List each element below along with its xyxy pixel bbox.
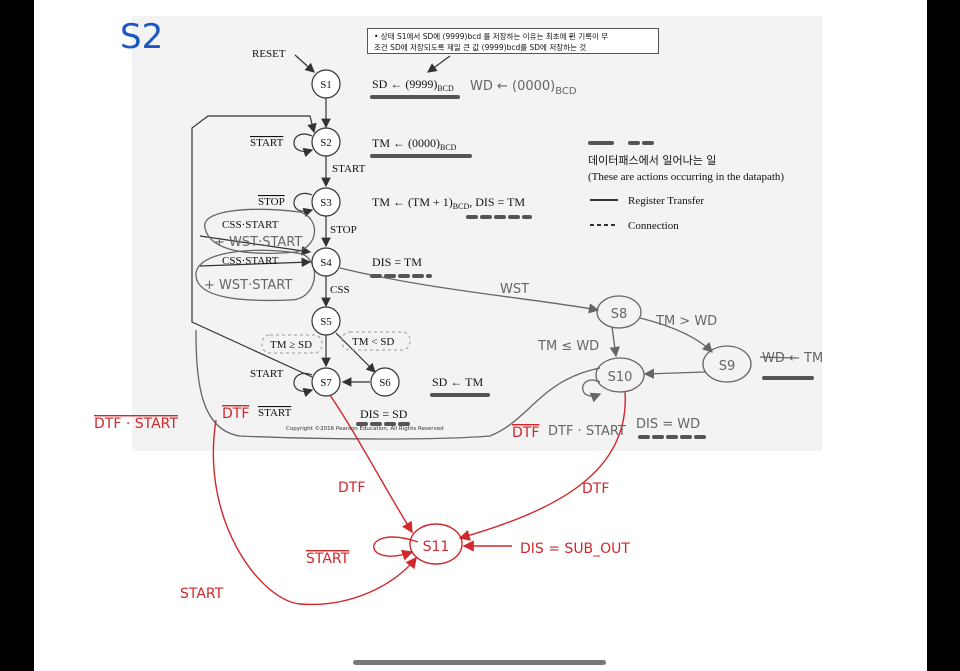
- s4-input-b: [199, 257, 312, 268]
- dtf-label-b: DTF: [582, 481, 609, 497]
- s10-action: DIS = WD: [636, 417, 700, 432]
- svg-text:S3: S3: [320, 197, 332, 209]
- legend-subtitle: (These are actions occurring in the data…: [588, 171, 784, 183]
- s3-loop-label: STOP: [258, 196, 285, 208]
- state-s5: S5: [311, 306, 341, 336]
- s7-loop-dtf: DTF: [222, 406, 249, 422]
- tm-lt-sd-label: TM < SD: [352, 336, 394, 348]
- annotation-note: • 상태 S1에서 SD에 (9999)bcd 를 저장하는 이유는 최초에 뛴…: [367, 28, 659, 54]
- state-s8: S8: [596, 295, 642, 329]
- state-s6: S6: [370, 367, 400, 397]
- reset-label: RESET: [252, 48, 286, 60]
- s7-to-s2-arrow: [191, 115, 317, 378]
- tm-ge-sd-label: TM ≥ SD: [270, 339, 312, 351]
- start-label: START: [332, 163, 366, 175]
- note-line-1: • 상태 S1에서 SD에 (9999)bcd 를 저장하는 이유는 최초에 뛴…: [374, 32, 609, 41]
- s4-input-b-label: CSS·START: [222, 255, 279, 267]
- s4-input-a-label: CSS·START: [222, 219, 279, 231]
- tm-lt-sd-bubble: [341, 331, 411, 351]
- svg-text:S8: S8: [611, 307, 628, 322]
- s9-to-s10-arrow: [643, 368, 706, 379]
- s11-loop-label: START: [306, 551, 350, 567]
- state-s11: S11: [409, 523, 463, 565]
- stop-label: STOP: [330, 224, 357, 236]
- s2-action: TM ← (0000)BCD: [372, 136, 457, 152]
- start-red-label: START: [180, 586, 224, 602]
- pencil-circle-b: [195, 249, 316, 302]
- s2-loop-label: START: [250, 137, 284, 149]
- svg-text:S5: S5: [320, 316, 332, 328]
- svg-text:S6: S6: [379, 377, 391, 389]
- state-s4: S4: [311, 247, 341, 277]
- s8-to-s10-arrow: [609, 326, 620, 358]
- svg-text:S7: S7: [320, 377, 332, 389]
- svg-text:S4: S4: [320, 257, 332, 269]
- s3-self-loop: [293, 192, 314, 218]
- s7-loop-start: START: [258, 407, 292, 419]
- state-s7: S7: [311, 367, 341, 397]
- svg-text:S1: S1: [320, 79, 332, 91]
- s11-self-loop: [373, 536, 419, 561]
- pencil-circle-a: [204, 208, 316, 254]
- s10-loop-label: DTF · START: [548, 424, 626, 439]
- state-s1: S1: [311, 69, 341, 99]
- note-line-2: 조건 SD에 저장되도록 제일 큰 값 (9999)bcd를 SD에 저장하는 …: [374, 43, 587, 52]
- s4-input-a: [199, 235, 312, 256]
- css-label: CSS: [330, 284, 350, 296]
- s7-self-loop: [293, 372, 314, 398]
- s1-hw-action: WD ← (0000)BCD: [470, 79, 577, 97]
- s10-to-s11-arrow: [458, 391, 626, 541]
- s9-action-pointer: [759, 356, 796, 359]
- copyright: Copyright ©2016 Pearson Education, All R…: [286, 425, 444, 432]
- tm-le-wd-label: TM ≤ WD: [537, 339, 599, 354]
- s7-start-label: START: [250, 368, 284, 380]
- scanned-textbook-figure: [132, 16, 822, 451]
- s2-self-loop: [293, 133, 314, 158]
- s4-input-a-hw: + WST·START: [214, 235, 302, 250]
- state-s10: S10: [595, 357, 645, 393]
- state-s2: S2: [311, 127, 341, 157]
- home-indicator[interactable]: [353, 660, 606, 665]
- tm-ge-sd-bubble: [261, 334, 323, 354]
- pencil-boundary: [195, 329, 601, 440]
- svg-text:S10: S10: [608, 370, 633, 385]
- s10-self-loop: [582, 379, 602, 403]
- s3-action: TM ← (TM + 1)BCD, DIS = TM: [372, 195, 525, 211]
- legend-connection: Connection: [628, 220, 679, 232]
- s7-action: DIS = SD: [360, 407, 408, 421]
- tm-gt-wd-label: TM > WD: [655, 314, 717, 329]
- dtf-label-a: DTF: [338, 480, 365, 496]
- legend-title: 데이터패스에서 일어나는 일: [588, 153, 716, 167]
- reset-arrow: [294, 54, 315, 73]
- s11-to-s2-arrow: [212, 419, 417, 606]
- svg-text:S11: S11: [423, 539, 450, 555]
- dtf-start-left: DTF · START: [94, 416, 178, 432]
- s4-input-b-hw: + WST·START: [204, 278, 292, 293]
- s7-to-s11-arrow: [329, 394, 413, 534]
- state-s9: S9: [702, 345, 752, 383]
- s9-action: WD ← TM: [762, 351, 823, 366]
- s11-action: DIS = SUB_OUT: [520, 541, 630, 557]
- page-title: S2: [120, 17, 163, 57]
- legend-register-transfer: Register Transfer: [628, 195, 704, 207]
- svg-text:S2: S2: [320, 137, 332, 149]
- s1-action: SD ← (9999)BCD: [372, 77, 454, 93]
- svg-text:S9: S9: [719, 359, 736, 374]
- wst-label: WST: [500, 282, 529, 297]
- s4-action: DIS = TM: [372, 255, 422, 269]
- s6-action: SD ← TM: [432, 375, 483, 389]
- s8-to-s9-arrow: [639, 317, 713, 353]
- note-pointer: [427, 55, 451, 73]
- state-s3: S3: [311, 187, 341, 217]
- s10-loop-dtf: DTF: [512, 425, 539, 441]
